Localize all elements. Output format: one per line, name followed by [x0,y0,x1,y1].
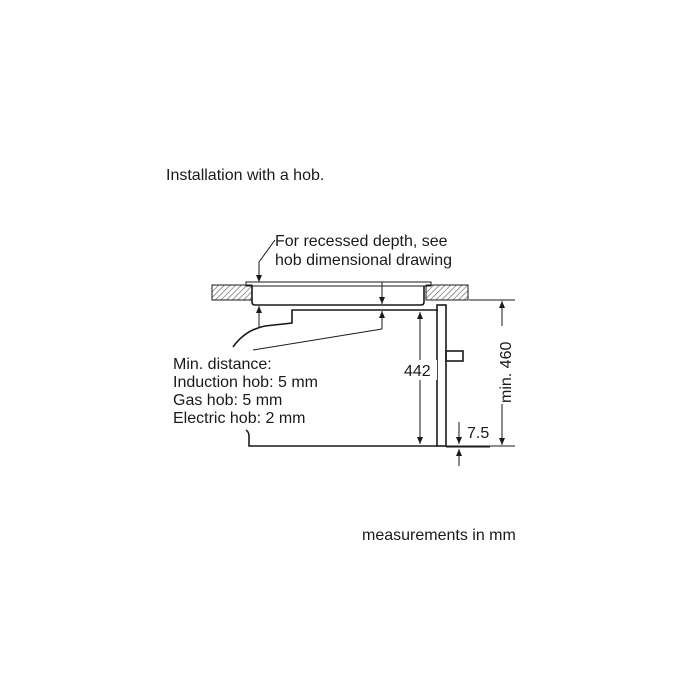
hob [245,281,432,306]
dim-460-label: min. 460 [498,342,515,403]
countertop-right [425,284,469,301]
dim-442-label: 442 [404,363,431,380]
diagram-title: Installation with a hob. [166,167,324,184]
dim-7-5-label: 7.5 [467,425,489,442]
recess-leader [258,239,276,263]
min-distance-heading: Min. distance: [173,356,272,373]
min-distance-leader [252,311,385,351]
min-distance-electric: Electric hob: 2 mm [173,410,305,427]
oven-front-panel [436,304,447,447]
oven-knob [445,350,464,362]
recess-note-line1: For recessed depth, see [275,233,448,250]
min-distance-induction: Induction hob: 5 mm [173,374,318,391]
min-distance-gas: Gas hob: 5 mm [173,392,282,409]
countertop-left [211,284,253,301]
measurement-units-note: measurements in mm [362,527,516,544]
recess-note-line2: hob dimensional drawing [275,252,452,269]
